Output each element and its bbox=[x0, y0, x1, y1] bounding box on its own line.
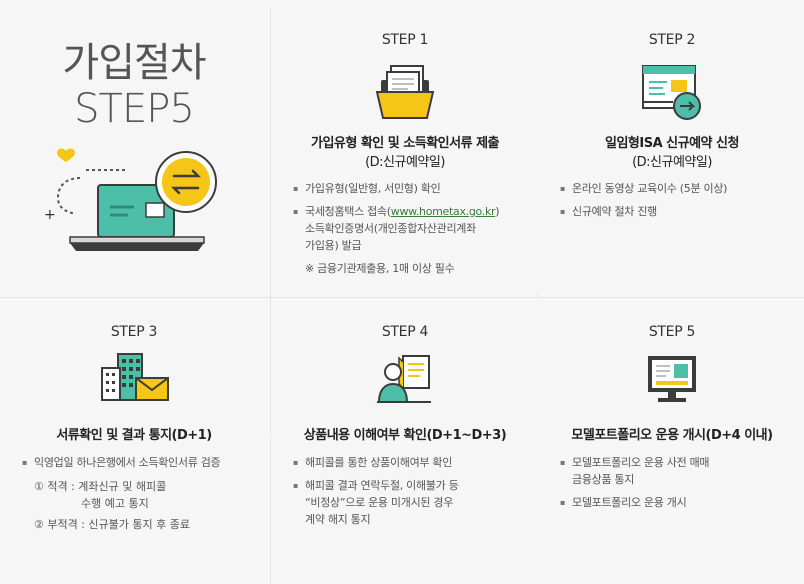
heading-line: 상품내용 이해여부 확인(D+1~D+3) bbox=[303, 428, 507, 443]
step-label: STEP 5 bbox=[648, 324, 696, 340]
list-item: 해피콜를 통한 상품이해여부 확인 bbox=[293, 454, 525, 471]
step-label: STEP 2 bbox=[648, 32, 696, 48]
text-fragment: 수행 예고 통지 bbox=[81, 497, 149, 510]
bullet-list: 해피콜를 통한 상품이해여부 확인 해피콜 결과 연락두절, 이해불가 등 “비… bbox=[293, 454, 525, 534]
bullet-list: 온라인 동영상 교육이수 (5분 이상) 신규예약 절차 진행 bbox=[560, 180, 792, 226]
list-item: 국세청홈택스 접속(www.hometax.go.kr) 소득확인증명서(개인종… bbox=[293, 203, 525, 254]
divider bbox=[270, 8, 271, 584]
step-card-1: STEP 1 가입유형 확인 및 소득확인서류 제출 (D:신규예약일) 가입유… bbox=[271, 0, 539, 292]
svg-text:+: + bbox=[44, 207, 56, 223]
bullet-list: 모델포트폴리오 운용 사전 매매 금융상품 통지 모델포트폴리오 운용 개시 bbox=[560, 454, 792, 517]
title-line: STEP5 bbox=[74, 86, 195, 132]
text-fragment: 해피콜 결과 연락두절, 이해불가 등 bbox=[305, 479, 459, 492]
step-card-5: STEP 5 모델포트폴리오 운용 개시(D+4 이내) 모델포트폴리오 운용 … bbox=[538, 298, 804, 584]
step-heading: 서류확인 및 결과 통지(D+1) bbox=[10, 426, 258, 445]
text-fragment: “비정상”으로 운용 미개시된 경우 bbox=[305, 496, 454, 509]
heading-line: 서류확인 및 결과 통지(D+1) bbox=[56, 428, 212, 443]
heading-line: 모델포트폴리오 운용 개시(D+4 이내) bbox=[571, 428, 773, 443]
text-fragment: 모델포트폴리오 운용 사전 매매 bbox=[572, 456, 710, 469]
list-item: 가입유형(일반형, 서민형) 확인 bbox=[293, 180, 525, 197]
document-arrow-icon bbox=[642, 65, 701, 120]
page-title: 가입절차 STEP5 bbox=[0, 40, 268, 132]
laptop-exchange-icon: + bbox=[44, 148, 217, 251]
list-item: 신규예약 절차 진행 bbox=[560, 203, 792, 220]
bullet-list: 가입유형(일반형, 서민형) 확인 국세청홈택스 접속(www.hometax.… bbox=[293, 180, 525, 283]
icon-container bbox=[538, 62, 804, 122]
hometax-link[interactable]: www.hometax.go.kr bbox=[390, 205, 496, 218]
building-mail-icon bbox=[101, 353, 169, 401]
step-card-3: STEP 3 서류확인 및 결과 통지(D+1) bbox=[0, 298, 268, 584]
text-fragment: 소득확인증명서(개인종합자산관리계좌 bbox=[305, 222, 476, 235]
list-item: 온라인 동영상 교육이수 (5분 이상) bbox=[560, 180, 792, 197]
heading-line: 일임형ISA 신규예약 신청 bbox=[605, 136, 739, 151]
list-item: 모델포트폴리오 운용 개시 bbox=[560, 494, 792, 511]
note: ※ 금융기관제출용, 1매 이상 필수 bbox=[305, 262, 455, 275]
step-card-4: STEP 4 상품내용 이해여부 확인(D+1~D+3) 해피콜를 통한 상품이… bbox=[271, 298, 539, 584]
step-card-2: STEP 2 일임형ISA 신규예약 신청 (D:신규예약일) 온라인 동영상 … bbox=[538, 0, 804, 292]
step-heading: 가입유형 확인 및 소득확인서류 제출 (D:신규예약일) bbox=[281, 134, 529, 172]
result-item: ① 적격 : 계좌신규 및 해피콜 수행 예고 통지 ② 부적격 : 신규불가 … bbox=[34, 478, 190, 533]
bullet-list: 익영업일 하나은행에서 소득확인서류 검증 bbox=[22, 454, 254, 481]
person-document-icon bbox=[377, 355, 431, 403]
title-line: 가입절차 bbox=[62, 40, 206, 86]
text-fragment: 계약 해지 통지 bbox=[305, 513, 371, 526]
icon-container bbox=[0, 352, 268, 412]
step-heading: 상품내용 이해여부 확인(D+1~D+3) bbox=[281, 426, 529, 445]
icon-container bbox=[271, 352, 539, 412]
step-heading: 모델포트폴리오 운용 개시(D+4 이내) bbox=[548, 426, 796, 445]
list-item: 익영업일 하나은행에서 소득확인서류 검증 bbox=[22, 454, 254, 471]
intro-cell: 가입절차 STEP5 + bbox=[0, 0, 268, 292]
heading-line: (D:신규예약일) bbox=[632, 155, 712, 170]
folder-documents-icon bbox=[375, 65, 435, 119]
text-fragment: ) bbox=[495, 205, 500, 218]
text-fragment: 국세청홈택스 접속( bbox=[305, 205, 391, 218]
icon-container bbox=[271, 62, 539, 122]
icon-container bbox=[538, 352, 804, 412]
step-heading: 일임형ISA 신규예약 신청 (D:신규예약일) bbox=[548, 134, 796, 172]
step-label: STEP 4 bbox=[381, 324, 429, 340]
text-fragment: 가입용) 발급 bbox=[305, 239, 362, 252]
heading-line: 가입유형 확인 및 소득확인서류 제출 bbox=[310, 136, 500, 151]
divider bbox=[0, 297, 804, 298]
list-item: 해피콜 결과 연락두절, 이해불가 등 “비정상”으로 운용 미개시된 경우 계… bbox=[293, 477, 525, 528]
divider bbox=[537, 8, 538, 584]
text-fragment: ② 부적격 : 신규불가 통지 후 종료 bbox=[34, 518, 190, 531]
monitor-portfolio-icon bbox=[648, 356, 696, 402]
list-item: 모델포트폴리오 운용 사전 매매 금융상품 통지 bbox=[560, 454, 792, 488]
step-label: STEP 3 bbox=[110, 324, 158, 340]
text-fragment: ① 적격 : 계좌신규 및 해피콜 bbox=[34, 480, 167, 493]
heading-line: (D:신규예약일) bbox=[365, 155, 445, 170]
text-fragment: 금융상품 통지 bbox=[572, 473, 635, 486]
step-label: STEP 1 bbox=[381, 32, 429, 48]
